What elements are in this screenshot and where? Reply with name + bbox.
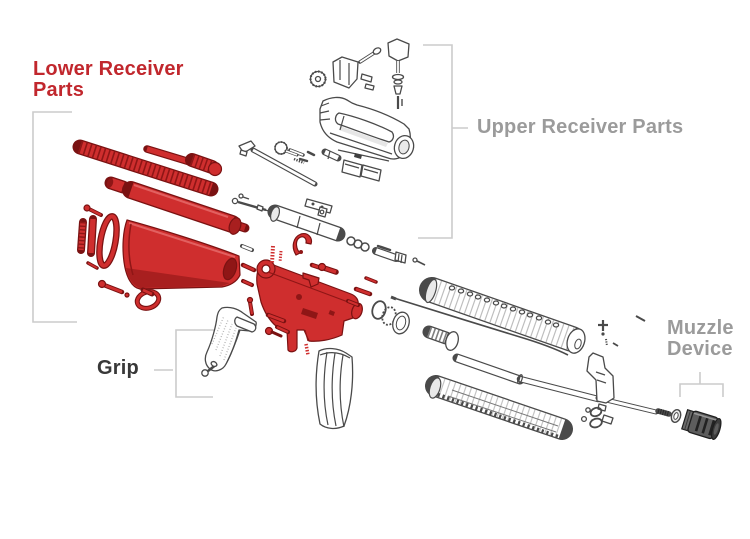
magazine — [315, 347, 354, 430]
lower-handguard — [425, 375, 614, 440]
bracket-upper-receiver — [418, 44, 468, 239]
pistol-grip — [201, 306, 257, 377]
buffer-spring — [72, 139, 219, 197]
handguard-vent-holes — [448, 285, 560, 328]
fire-control-small-parts — [246, 245, 378, 356]
delta-ring-assembly — [371, 300, 459, 351]
upper-handguard — [419, 277, 586, 354]
bracket-muzzle-device — [679, 372, 724, 397]
bolt-carrier-group — [231, 193, 426, 266]
stock-small-parts — [77, 204, 130, 298]
white-detent-pins — [284, 149, 309, 163]
grip-label: Grip — [97, 357, 139, 379]
bracket-grip — [154, 329, 214, 398]
front-sight-assembly — [585, 315, 646, 418]
trigger-guard — [234, 316, 257, 333]
buttstock — [122, 219, 241, 290]
takedown-pins — [240, 244, 257, 287]
buffer-tube — [122, 181, 250, 235]
hammer — [292, 233, 313, 256]
bracket-lower-receiver — [32, 111, 77, 323]
charging-handle — [238, 140, 318, 187]
buffer-assembly — [143, 145, 223, 177]
gas-tube — [390, 295, 569, 356]
lower-receiver — [256, 259, 363, 353]
grip-screw — [201, 360, 218, 377]
lower-receiver-parts-label: Lower Receiver Parts — [33, 58, 184, 101]
forward-assist-parts — [274, 141, 342, 165]
upper-receiver-parts-label: Upper Receiver Parts — [477, 116, 684, 138]
ejection-port-cover — [337, 149, 390, 182]
upper-receiver — [319, 96, 415, 160]
buffer-retainer — [104, 176, 130, 194]
sling-swivel — [134, 287, 162, 311]
muzzle-device — [681, 409, 722, 440]
rear-sight-assembly — [309, 38, 410, 109]
muzzle-device-label: Muzzle Device — [667, 317, 734, 360]
